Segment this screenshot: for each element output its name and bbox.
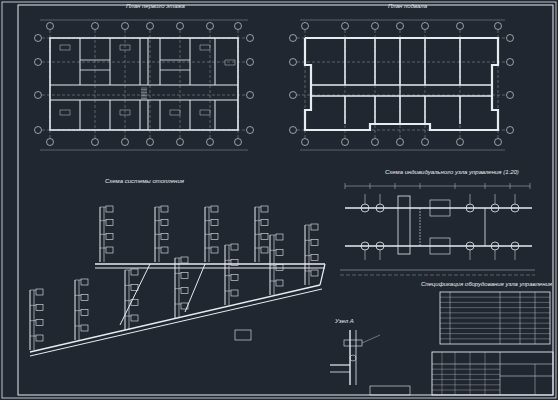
floor-plan [35,20,254,150]
title-block [370,352,553,395]
detail-a [330,330,380,385]
view-title: Схема системы отопления [105,178,184,185]
view-title: План первого этажа [126,3,185,10]
basement-plan [290,20,514,150]
view-title: Схема индивидуального узла управления (1… [385,169,519,176]
spec-table [440,292,550,344]
view-title: Узел А [335,318,354,325]
heating-isometric [30,206,325,356]
view-title: План подвала [388,3,427,10]
view-title: Спецификация оборудования узла управлени… [421,281,552,288]
control-unit-scheme [340,183,535,275]
